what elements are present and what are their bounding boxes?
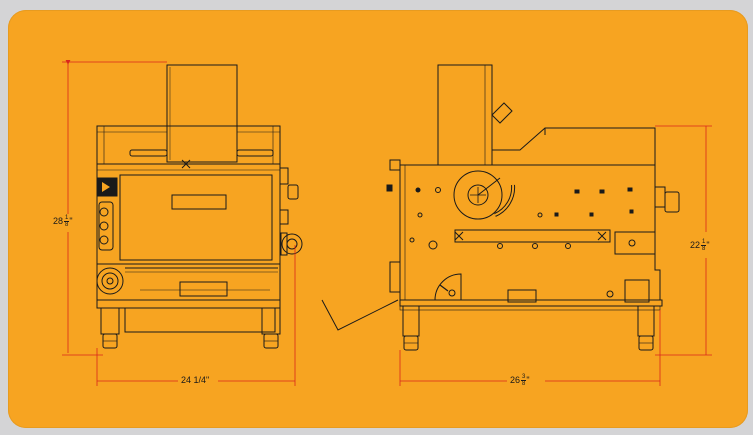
side-width-whole: 26 xyxy=(510,374,521,385)
front-width-text: 24 1/4" xyxy=(181,375,210,385)
front-view xyxy=(96,64,303,349)
side-height-whole: 22 xyxy=(690,239,701,250)
side-height-num: 1 xyxy=(701,239,707,246)
dimension-lines xyxy=(62,60,712,386)
front-height-num: 1 xyxy=(64,215,70,222)
front-height-whole: 28 xyxy=(53,215,64,226)
drawing-panel xyxy=(8,10,748,428)
side-view xyxy=(321,64,680,351)
front-height-den: 8 xyxy=(65,222,69,228)
front-width-label: 24 1/4" xyxy=(181,376,209,385)
side-width-num: 3 xyxy=(521,374,527,381)
side-width-den: 8 xyxy=(522,381,526,387)
side-height-den: 8 xyxy=(702,246,706,252)
